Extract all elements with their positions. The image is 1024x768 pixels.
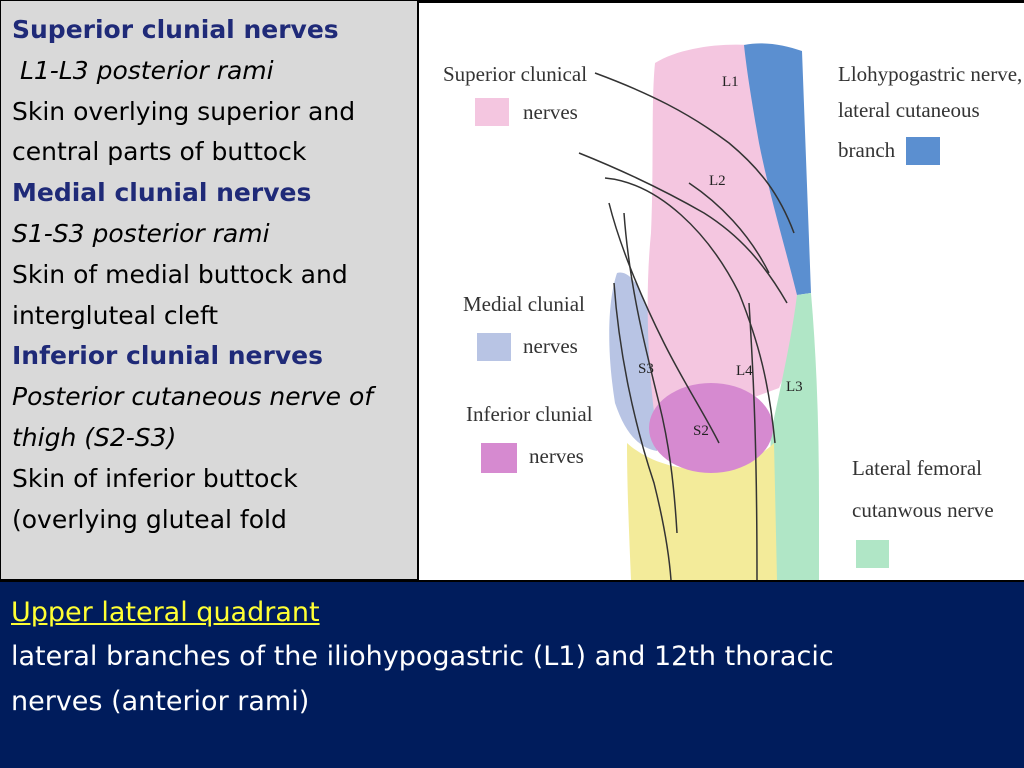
inferior-clunial-desc-1: Skin of inferior buttock [12,463,298,493]
nerve-description-panel: Superior clunial nerves L1-L3 posterior … [0,0,418,580]
legend-lateral-line2: cutanwous nerve [852,498,994,522]
medial-clunial-desc-1: Skin of medial buttock and [12,259,348,289]
superior-clunial-rami: L1-L3 posterior rami [12,55,274,85]
segment-s2: S2 [693,423,709,439]
segment-l2: L2 [709,173,726,189]
nerve-lines [578,72,795,580]
legend-inferior-swatch [481,443,517,473]
legend-superior-line2: nerves [523,100,578,124]
inferior-clunial-heading: Inferior clunial nerves [12,341,323,371]
superior-clunial-desc-1: Skin overlying superior and [12,96,356,126]
posterior-thigh-region [627,443,777,580]
legend-inferior-line2: nerves [529,444,584,468]
segment-s3: S3 [638,361,654,377]
inferior-clunial-rami-1: Posterior cutaneous nerve of [12,382,374,412]
legend-ilio-line2: lateral cutaneous [838,98,980,122]
legend-ilio-swatch [906,137,940,165]
banner-title: Upper lateral quadrant [11,597,320,628]
legend-lateral-swatch [856,540,889,568]
legend-superior-line1: Superior clunical [443,62,587,86]
legend-ilio-line1: Llohypogastric nerve, [838,62,1022,86]
lateral-femoral-region [770,293,819,580]
legend-medial-line1: Medial clunial [463,292,585,316]
superior-clunial-desc-2: central parts of buttock [12,137,307,167]
legend-medial-swatch [477,333,511,361]
buttock-dermatome-figure: L1 L2 S3 L4 L3 S2 Superior clunical nerv… [419,0,1024,580]
medial-clunial-region [609,272,658,451]
legend-superior-swatch [475,98,509,126]
segment-l1: L1 [722,74,739,90]
legend-medial-line2: nerves [523,334,578,358]
legend-lateral-line1: Lateral femoral [852,456,982,480]
medial-clunial-rami: S1-S3 posterior rami [12,218,270,248]
segment-l3: L3 [786,379,803,395]
inferior-clunial-desc-2: (overlying gluteal fold [12,504,287,534]
dermatome-diagram: L1 L2 S3 L4 L3 S2 Superior clunical nerv… [443,43,1022,580]
legend-ilio-line3: branch [838,138,896,162]
inferior-clunial-rami-2: thigh (S2-S3) [12,422,177,452]
medial-clunial-heading: Medial clunial nerves [12,178,312,208]
superior-clunial-heading: Superior clunial nerves [12,15,339,44]
banner-body-line2: nerves (anterior rami) [11,686,310,717]
summary-banner: Upper lateral quadrant lateral branches … [0,580,1024,768]
segment-l4: L4 [736,363,753,379]
medial-clunial-desc-2: intergluteal cleft [12,300,219,330]
legend-inferior-line1: Inferior clunial [466,402,593,426]
banner-body-line1: lateral branches of the iliohypogastric … [11,641,834,672]
